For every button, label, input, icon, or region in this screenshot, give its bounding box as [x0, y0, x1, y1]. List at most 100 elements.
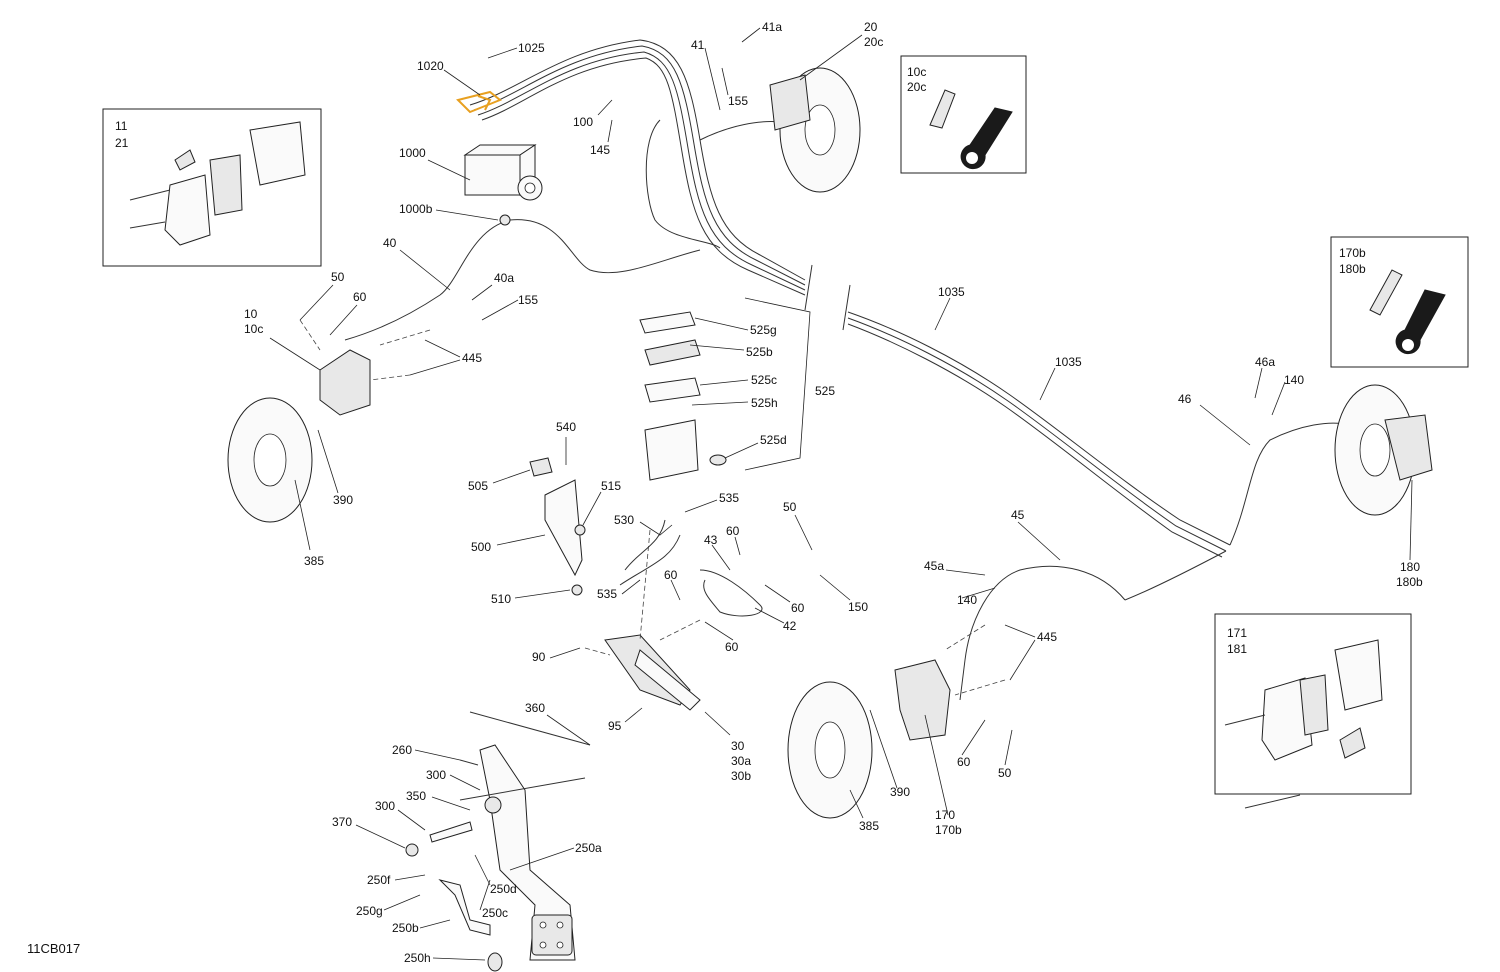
- callout-145: 145: [590, 143, 610, 157]
- callout-510: 510: [491, 592, 511, 606]
- abs-module: [463, 144, 543, 226]
- callout-180b: 180b: [1396, 575, 1423, 589]
- rear-right-brake: [1334, 384, 1433, 516]
- callout-535: 535: [719, 491, 739, 505]
- callout-60-d: 60: [791, 601, 805, 615]
- inset-label-180b: 180b: [1339, 262, 1366, 276]
- callout-90: 90: [532, 650, 546, 664]
- callout-390: 390: [333, 493, 353, 507]
- callout-525g: 525g: [750, 323, 777, 337]
- callout-1000b: 1000b: [399, 202, 433, 216]
- callout-60-b: 60: [726, 524, 740, 538]
- callout-41a: 41a: [762, 20, 782, 34]
- callout-260: 260: [392, 743, 412, 757]
- callout-525c: 525c: [751, 373, 777, 387]
- callout-350: 350: [406, 789, 426, 803]
- inset-rear-bleeder: 170b 180b: [1330, 236, 1469, 368]
- front-left-brake: [227, 319, 431, 523]
- master-cylinder: [584, 519, 763, 711]
- inset-label-181: 181: [1227, 642, 1247, 656]
- callout-1000: 1000: [399, 146, 426, 160]
- callout-170b: 170b: [935, 823, 962, 837]
- callout-250d: 250d: [490, 882, 517, 896]
- callout-140-b: 140: [957, 593, 977, 607]
- callout-1035: 1035: [938, 285, 965, 299]
- inset-label-170b: 170b: [1339, 246, 1366, 260]
- figure-code: 11CB017: [27, 941, 80, 956]
- callout-60-e: 60: [725, 640, 739, 654]
- callout-530: 530: [614, 513, 634, 527]
- callout-535-b: 535: [597, 587, 617, 601]
- rear-left-brake: [787, 624, 1006, 819]
- callout-60: 60: [353, 290, 367, 304]
- callout-41: 41: [691, 38, 705, 52]
- callout-30b: 30b: [731, 769, 751, 783]
- brake-pedal-assembly: [405, 711, 591, 972]
- inset-label-20c: 20c: [907, 80, 926, 94]
- callout-540: 540: [556, 420, 576, 434]
- bracket-assembly: [529, 457, 586, 596]
- inset-rear-brake-pads: 171 181: [1214, 613, 1412, 809]
- callout-1020: 1020: [417, 59, 444, 73]
- callout-95: 95: [608, 719, 622, 733]
- callout-180: 180: [1400, 560, 1420, 574]
- callout-385: 385: [304, 554, 324, 568]
- callout-250c: 250c: [482, 906, 508, 920]
- inset-label-171: 171: [1227, 626, 1247, 640]
- callout-525: 525: [815, 384, 835, 398]
- callout-10c: 10c: [244, 322, 263, 336]
- callout-45: 45: [1011, 508, 1025, 522]
- inset-label-11: 11: [115, 119, 128, 133]
- callout-30a: 30a: [731, 754, 751, 768]
- callout-1035-b: 1035: [1055, 355, 1082, 369]
- callout-360: 360: [525, 701, 545, 715]
- inset-front-brake-pads: 11 21: [102, 108, 322, 267]
- callout-50-b: 50: [783, 500, 797, 514]
- callout-445-b: 445: [1037, 630, 1057, 644]
- callout-155: 155: [728, 94, 748, 108]
- callout-515: 515: [601, 479, 621, 493]
- callout-525h: 525h: [751, 396, 778, 410]
- callout-505: 505: [468, 479, 488, 493]
- brake-lines: [344, 39, 1351, 701]
- inset-front-bleeder: 10c 20c: [900, 55, 1027, 174]
- front-right-brake: [769, 67, 861, 193]
- callout-370: 370: [332, 815, 352, 829]
- callout-50: 50: [331, 270, 345, 284]
- callout-60-f: 60: [957, 755, 971, 769]
- callout-10: 10: [244, 307, 258, 321]
- leader-lines: [269, 27, 1413, 961]
- callout-140: 140: [1284, 373, 1304, 387]
- callout-390-b: 390: [890, 785, 910, 799]
- callout-250f: 250f: [367, 873, 391, 887]
- callout-40a: 40a: [494, 271, 514, 285]
- callout-42: 42: [783, 619, 797, 633]
- callout-500: 500: [471, 540, 491, 554]
- inset-label-21: 21: [115, 136, 129, 150]
- callout-20: 20: [864, 20, 878, 34]
- callout-300: 300: [426, 768, 446, 782]
- callout-250a: 250a: [575, 841, 602, 855]
- callout-155-b: 155: [518, 293, 538, 307]
- callout-100: 100: [573, 115, 593, 129]
- inset-label-10c: 10c: [907, 65, 926, 79]
- callout-46a: 46a: [1255, 355, 1275, 369]
- callout-40: 40: [383, 236, 397, 250]
- callout-385-b: 385: [859, 819, 879, 833]
- callout-525d: 525d: [760, 433, 787, 447]
- callout-250b: 250b: [392, 921, 419, 935]
- callout-30: 30: [731, 739, 745, 753]
- callout-300-b: 300: [375, 799, 395, 813]
- callout-60-c: 60: [664, 568, 678, 582]
- callout-250g: 250g: [356, 904, 383, 918]
- callout-250h: 250h: [404, 951, 431, 965]
- master-cylinder-reservoir: [639, 311, 727, 481]
- callout-525b: 525b: [746, 345, 773, 359]
- callout-45a: 45a: [924, 559, 944, 573]
- callout-445: 445: [462, 351, 482, 365]
- callout-150: 150: [848, 600, 868, 614]
- callout-20c: 20c: [864, 35, 883, 49]
- callout-50-c: 50: [998, 766, 1012, 780]
- callout-43: 43: [704, 533, 718, 547]
